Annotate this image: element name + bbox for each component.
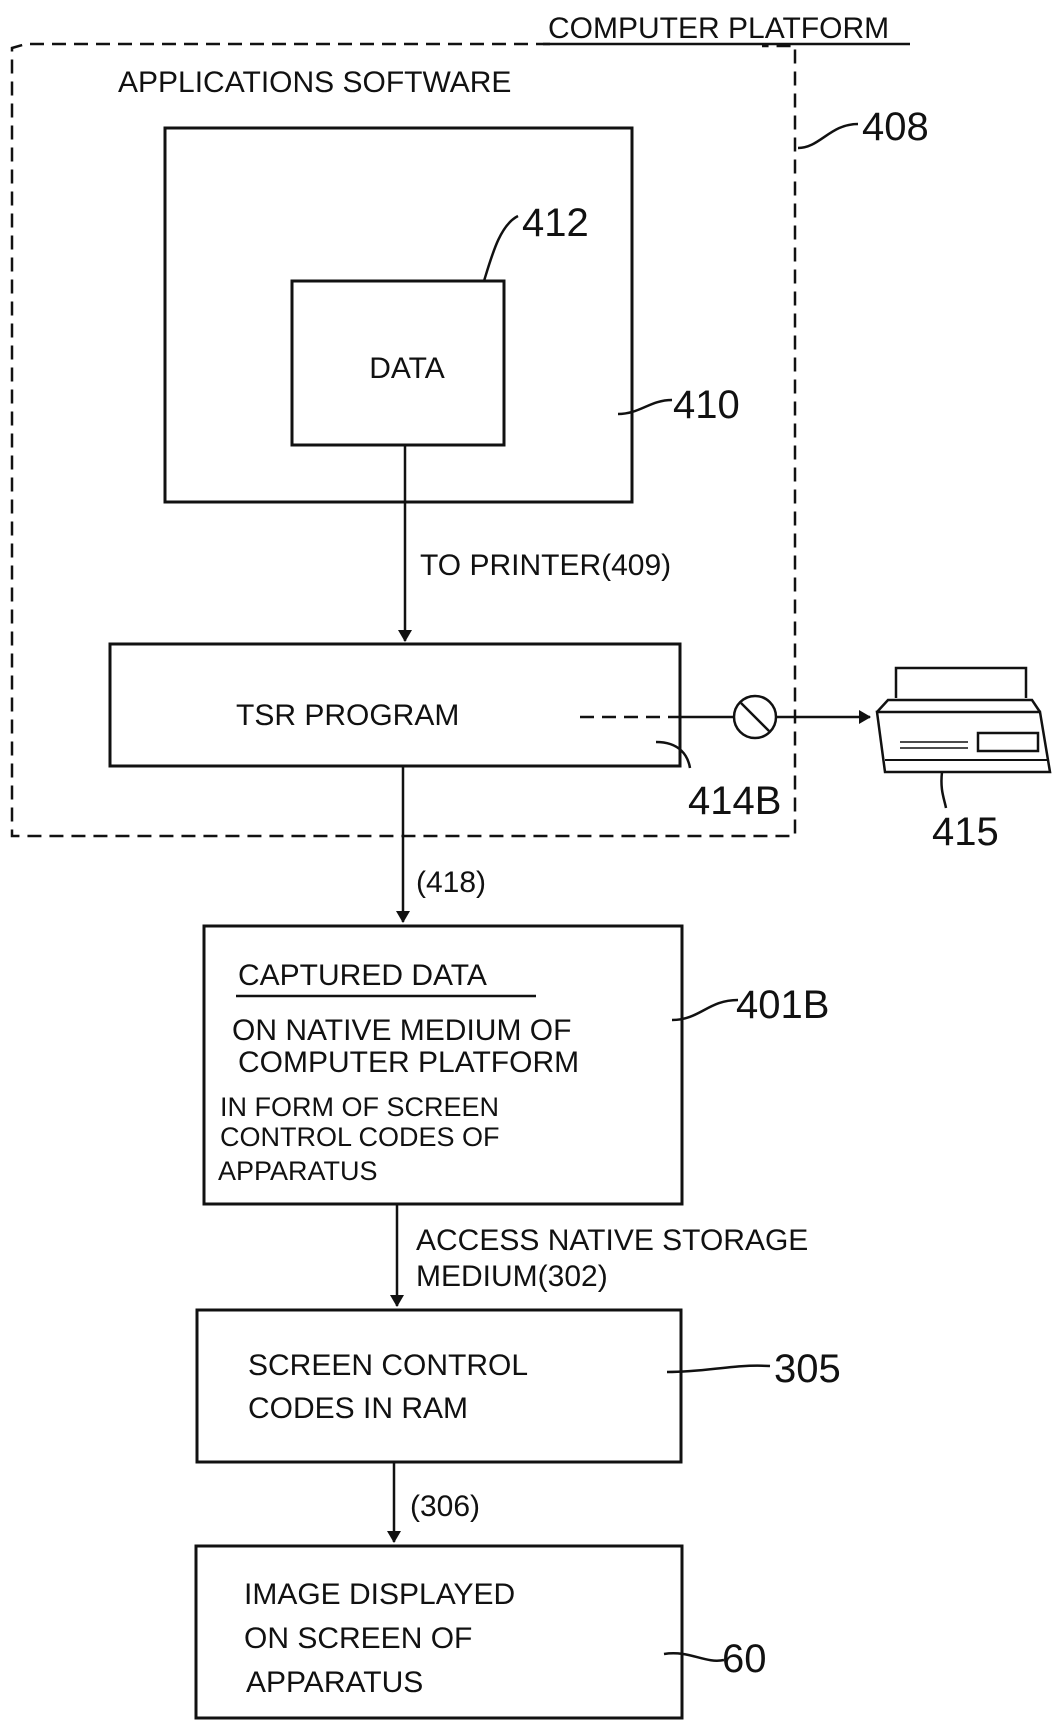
ref-412-leader (484, 216, 518, 281)
display-line-3: APPARATUS (246, 1666, 423, 1699)
ref-412: 412 (522, 201, 589, 245)
ref-414b-leader (656, 742, 690, 768)
ref-408-leader (798, 124, 858, 148)
captured-line-1: ON NATIVE MEDIUM OF (232, 1014, 571, 1047)
applications-software-label: APPLICATIONS SOFTWARE (118, 66, 511, 99)
screen-control-codes-box (197, 1310, 681, 1462)
ram-line-2: CODES IN RAM (248, 1392, 468, 1425)
ref-414b: 414B (688, 779, 781, 823)
ram-line-1: SCREEN CONTROL (248, 1349, 528, 1382)
computer-platform-label: COMPUTER PLATFORM (548, 12, 889, 45)
ref-415: 415 (932, 810, 999, 854)
printer-icon (877, 668, 1050, 772)
ref-60-leader (664, 1653, 724, 1660)
captured-line-5: APPARATUS (218, 1156, 378, 1186)
access-storage-line-2: MEDIUM(302) (416, 1260, 608, 1293)
ref-305: 305 (774, 1347, 841, 1391)
to-printer-label: TO PRINTER(409) (420, 549, 671, 582)
display-line-1: IMAGE DISPLAYED (244, 1578, 515, 1611)
ref-415-leader (941, 772, 946, 808)
captured-data-title: CAPTURED DATA (238, 959, 487, 992)
access-storage-line-1: ACCESS NATIVE STORAGE (416, 1224, 808, 1257)
data-label: DATA (369, 352, 445, 385)
edge-418-label: (418) (416, 866, 486, 899)
blocked-icon (734, 696, 776, 738)
ref-410: 410 (673, 383, 740, 427)
ref-408: 408 (862, 105, 929, 149)
ref-401b: 401B (736, 983, 829, 1027)
ref-60: 60 (722, 1637, 767, 1681)
captured-line-2: COMPUTER PLATFORM (238, 1046, 579, 1079)
ref-410-leader (618, 400, 672, 414)
tsr-program-label: TSR PROGRAM (236, 699, 459, 732)
display-line-2: ON SCREEN OF (244, 1622, 472, 1655)
captured-line-3: IN FORM OF SCREEN (220, 1092, 499, 1122)
edge-306-label: (306) (410, 1490, 480, 1523)
captured-line-4: CONTROL CODES OF (220, 1122, 500, 1152)
